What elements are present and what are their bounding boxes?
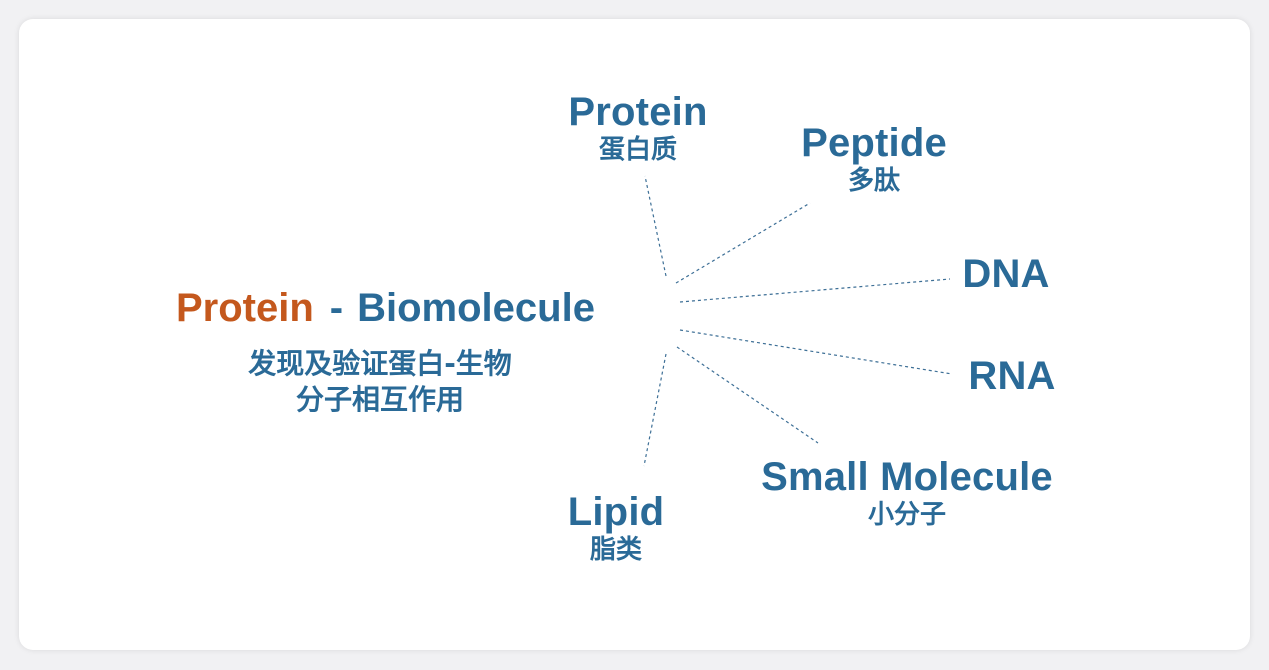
node-peptide: Peptide 多肽	[774, 121, 974, 197]
link-protein	[644, 175, 667, 277]
link-lipid	[643, 353, 667, 467]
center-accent-label: Protein	[176, 286, 314, 330]
link-dna	[679, 278, 951, 303]
link-rna	[679, 329, 953, 375]
center-subtitle-line1: 发现及验证蛋白-生物	[248, 347, 512, 380]
node-protein-en: Protein	[568, 90, 708, 134]
center-node-subtitle: 发现及验证蛋白-生物 分子相互作用	[200, 346, 560, 418]
center-main-label: Biomolecule	[357, 286, 595, 330]
node-small-molecule: Small Molecule 小分子	[722, 455, 1092, 531]
link-peptide	[675, 202, 811, 284]
center-node-title: Protein-Biomolecule	[176, 286, 676, 330]
node-lipid-en: Lipid	[567, 490, 665, 534]
center-subtitle-line2: 分子相互作用	[295, 383, 464, 416]
node-protein-zh: 蛋白质	[598, 135, 677, 165]
node-lipid: Lipid 脂类	[536, 490, 696, 566]
node-rna: RNA	[952, 354, 1072, 398]
node-small-molecule-zh: 小分子	[867, 500, 946, 530]
link-small-molecule	[676, 346, 819, 444]
node-dna-en: DNA	[962, 252, 1050, 296]
node-peptide-zh: 多肽	[847, 166, 900, 196]
node-peptide-en: Peptide	[801, 121, 947, 165]
diagram-card	[19, 19, 1250, 650]
node-small-molecule-en: Small Molecule	[761, 455, 1053, 499]
node-protein: Protein 蛋白质	[538, 90, 738, 166]
node-dna: DNA	[946, 252, 1066, 296]
node-lipid-zh: 脂类	[589, 535, 642, 565]
node-rna-en: RNA	[968, 354, 1056, 398]
center-separator: -	[329, 286, 344, 330]
